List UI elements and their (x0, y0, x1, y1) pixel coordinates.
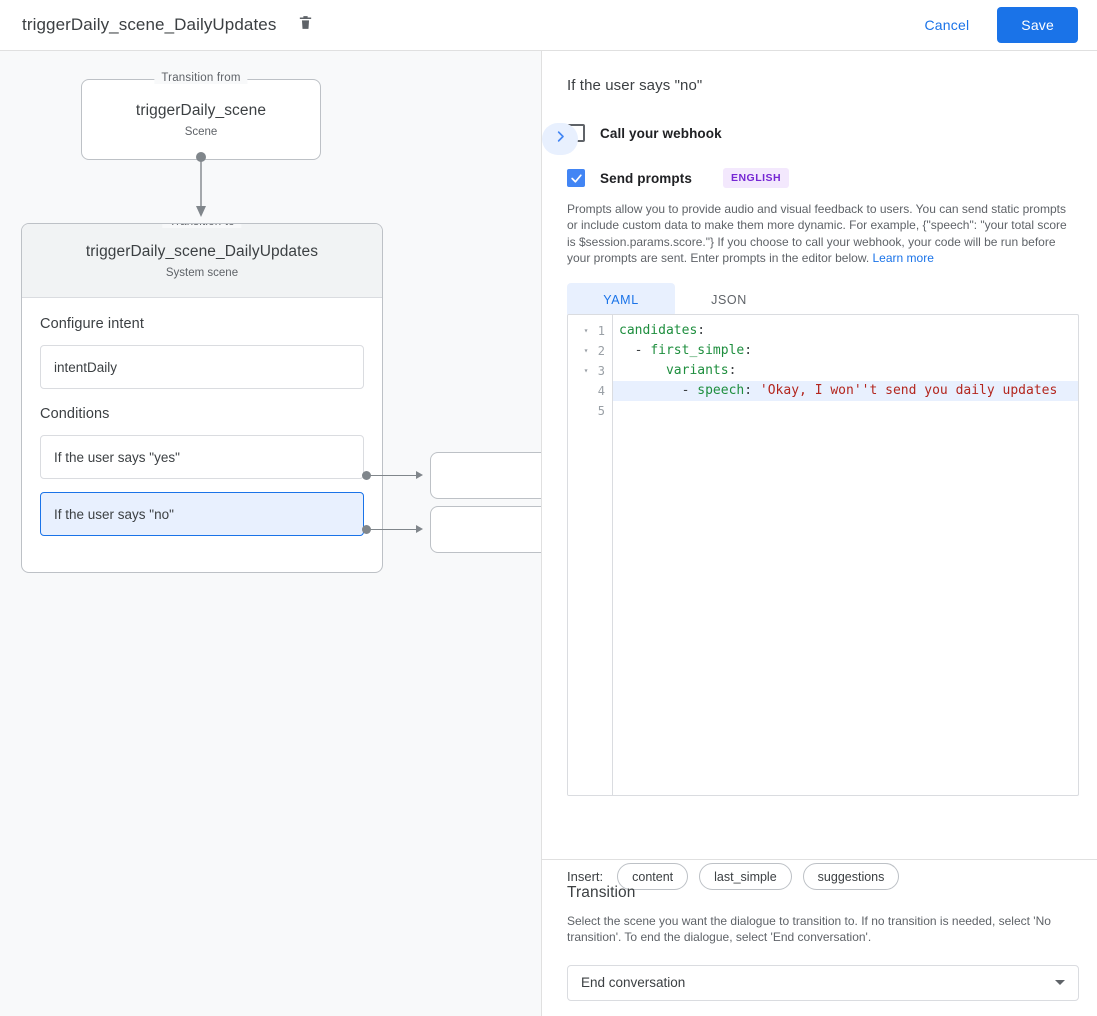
editor-code-area[interactable]: candidates: - first_simple: variants: - … (613, 315, 1078, 795)
fold-triangle-icon[interactable]: ▾ (583, 346, 589, 355)
line-number: 4 (597, 384, 605, 398)
edge-line-no (370, 529, 416, 530)
tab-yaml[interactable]: YAML (567, 283, 675, 318)
panel-header: If the user says "no" (542, 51, 1097, 94)
send-prompts-row[interactable]: Send prompts ENGLISH (542, 168, 1097, 188)
code-line-4[interactable]: - speech: 'Okay, I won''t send you daily… (613, 381, 1078, 401)
transition-to-card[interactable]: Transition to triggerDaily_scene_DailyUp… (21, 223, 383, 573)
prompts-description-text: Prompts allow you to provide audio and v… (567, 202, 1067, 265)
chevron-right-icon (553, 129, 568, 149)
conditions-label: Conditions (40, 406, 110, 422)
transition-description: Select the scene you want the dialogue t… (567, 914, 1051, 945)
top-bar: triggerDaily_scene_DailyUpdates Cancel S… (0, 0, 1097, 51)
code-key: candidates (619, 323, 698, 338)
delete-button[interactable] (292, 12, 318, 38)
transition-to-header: triggerDaily_scene_DailyUpdates System s… (22, 224, 382, 298)
insert-label: Insert: (567, 869, 604, 884)
transition-select[interactable]: End conversation (567, 964, 1079, 1001)
fold-triangle-icon[interactable]: ▾ (583, 326, 589, 335)
transition-from-legend: Transition from (154, 72, 248, 84)
code-line-5[interactable] (613, 401, 1078, 421)
line-number: 3 (597, 364, 605, 378)
expand-panel-button[interactable] (542, 123, 578, 155)
gutter-line-2: ▾2 (568, 341, 612, 361)
edge-arrow-yes (416, 471, 423, 479)
edge-line-yes (370, 475, 416, 476)
fold-triangle-icon[interactable]: ▾ (583, 366, 589, 375)
code-colon: : (744, 343, 753, 358)
transition-from-title: triggerDaily_scene (135, 101, 267, 119)
webhook-row[interactable]: Call your webhook (542, 124, 1097, 142)
code-indent (619, 363, 666, 378)
code-key: variants (665, 363, 729, 378)
details-panel: If the user says "no" Call your webhook … (542, 51, 1097, 1016)
edge-dot-no (362, 525, 371, 534)
gutter-line-1: ▾1 (568, 321, 612, 341)
transition-to-title: triggerDaily_scene_DailyUpdates (85, 242, 319, 260)
insert-chip-suggestions[interactable]: suggestions (802, 863, 900, 890)
send-prompts-checkbox[interactable] (567, 169, 585, 187)
edge-dot-yes (362, 471, 371, 480)
learn-more-link[interactable]: Learn more (872, 250, 934, 265)
line-number: 5 (597, 404, 605, 418)
webhook-label: Call your webhook (600, 125, 722, 141)
transition-from-node[interactable]: Transition from triggerDaily_scene Scene (81, 72, 321, 160)
configure-intent-section: Configure intent intentDaily (22, 298, 382, 389)
insert-chip-content[interactable]: content (617, 863, 689, 890)
prompts-description: Prompts allow you to provide audio and v… (567, 201, 1077, 266)
editor-tabs: YAML JSON (567, 283, 1097, 318)
condition-row-no[interactable]: If the user says "no" (40, 492, 364, 536)
intent-input[interactable]: intentDaily (40, 345, 364, 389)
code-line-2[interactable]: - first_simple: (613, 341, 1078, 361)
condition-row-yes[interactable]: If the user says "yes" (40, 435, 364, 479)
chevron-down-icon (1055, 980, 1065, 986)
language-badge: ENGLISH (722, 168, 790, 188)
cancel-button[interactable]: Cancel (911, 9, 984, 41)
transition-select-value: End conversation (581, 975, 686, 991)
gutter-line-5: 5 (568, 401, 612, 421)
code-line-3[interactable]: variants: (613, 361, 1078, 381)
line-number: 2 (597, 344, 605, 358)
target-node-yes[interactable] (430, 452, 541, 499)
gutter-line-3: ▾3 (568, 361, 612, 381)
send-prompts-label: Send prompts (600, 170, 692, 186)
code-colon: : (697, 323, 706, 338)
gutter-line-4: 4 (568, 381, 612, 401)
panel-divider (542, 859, 1097, 860)
connector-arrow (196, 152, 206, 217)
transition-section: Transition Select the scene you want the… (567, 884, 1079, 1001)
trash-icon (297, 14, 314, 36)
line-number: 1 (597, 324, 605, 338)
transition-from-subtitle: Scene (184, 125, 218, 138)
code-colon: : (728, 363, 737, 378)
panel-title: If the user says "no" (567, 77, 703, 94)
code-colon: : (744, 383, 760, 398)
page-title: triggerDaily_scene_DailyUpdates (22, 15, 277, 34)
insert-row: Insert: content last_simple suggestions (567, 863, 900, 890)
conditions-section: Conditions If the user says "yes" If the… (22, 389, 382, 536)
graph-canvas[interactable]: Transition from triggerDaily_scene Scene… (0, 51, 542, 1016)
code-key: first_simple (650, 343, 745, 358)
target-node-no[interactable] (430, 506, 541, 553)
save-button[interactable]: Save (997, 7, 1078, 43)
insert-chip-last-simple[interactable]: last_simple (699, 863, 792, 890)
code-indent: - (619, 383, 698, 398)
tab-json[interactable]: JSON (711, 293, 747, 308)
transition-title: Transition (567, 884, 636, 901)
edge-arrow-no (416, 525, 423, 533)
code-indent: - (619, 343, 651, 358)
topbar-actions: Cancel Save (911, 7, 1078, 43)
code-line-1[interactable]: candidates: (613, 321, 1078, 341)
code-string-value: 'Okay, I won''t send you daily updates (759, 383, 1058, 398)
transition-to-subtitle: System scene (165, 266, 239, 279)
configure-intent-label: Configure intent (40, 316, 144, 332)
transition-to-legend: Transition to (162, 224, 242, 228)
code-key: speech (697, 383, 745, 398)
